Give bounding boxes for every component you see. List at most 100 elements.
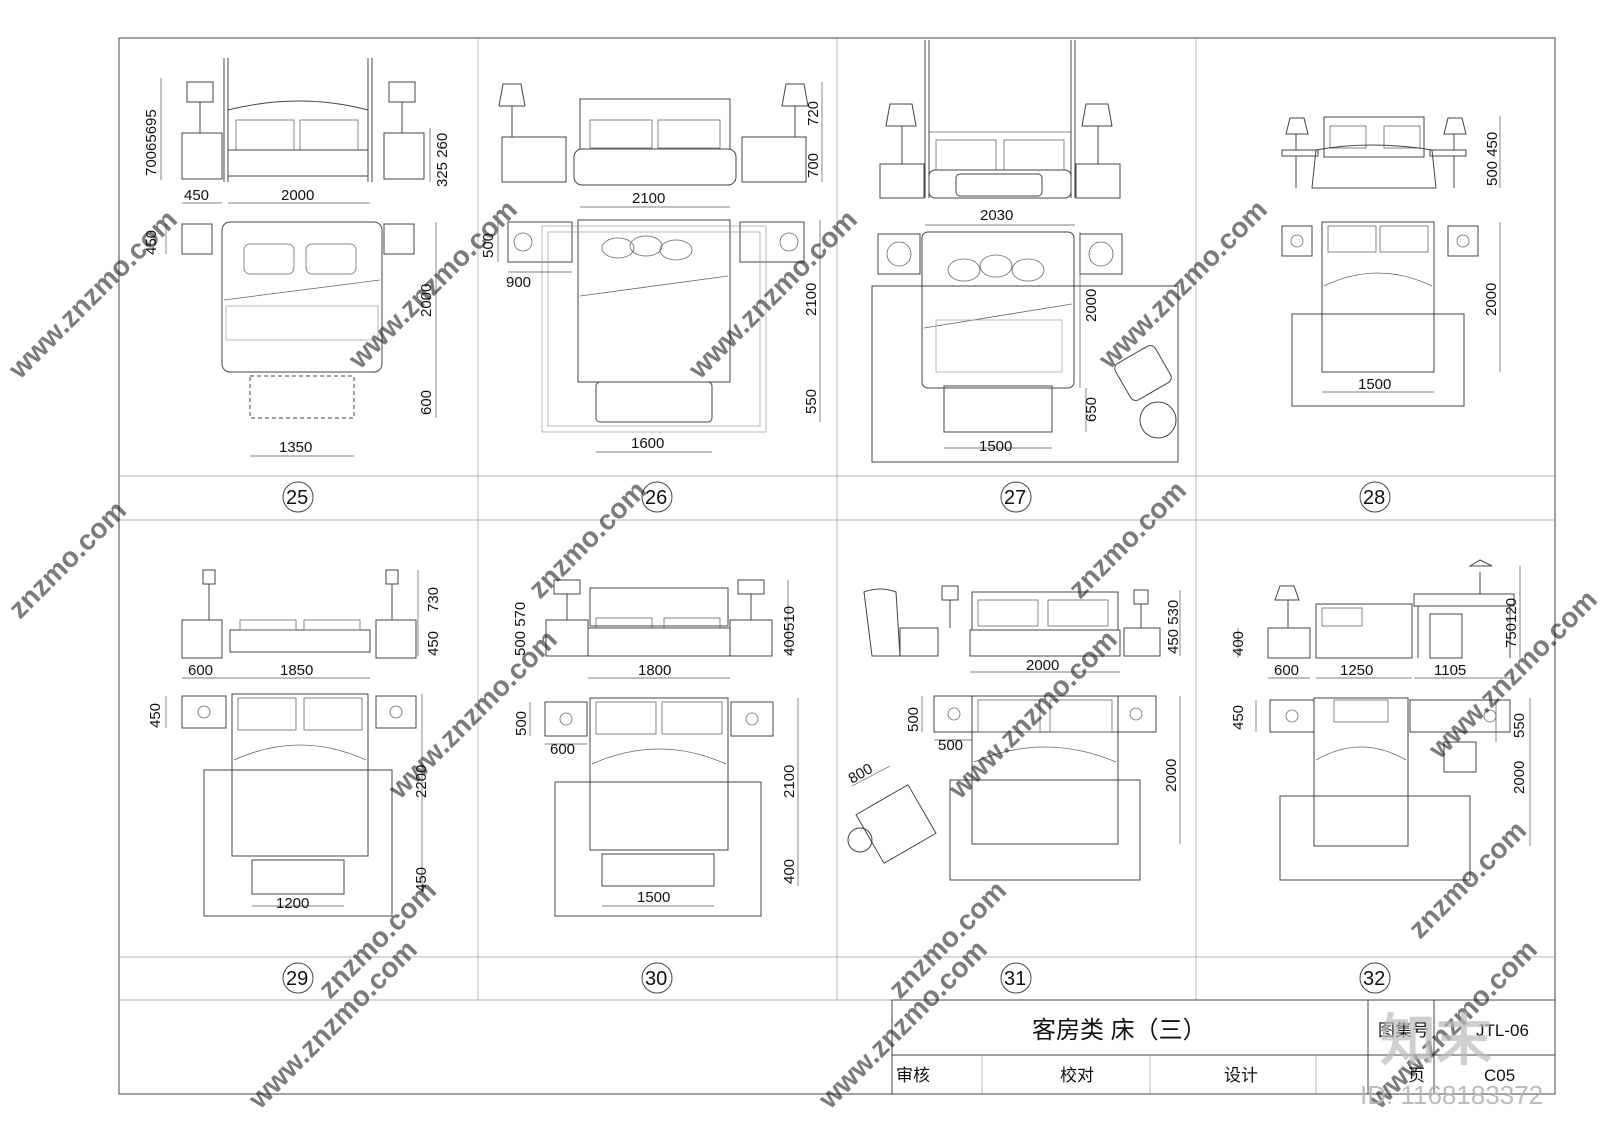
nightstand-left [879,163,925,199]
bed-elevation [863,585,1161,657]
nightstand-left [181,619,223,659]
dim-plan-length: 2100 [803,283,820,316]
design-label: 设计 [1224,1066,1258,1085]
nightstand-right [383,132,425,180]
watermark-text: www.znzmo.com [2,204,183,385]
title-block: 客房类 床（三） 图集号 JTL-06 审核 校对 设计 页 C05 [891,999,1556,1095]
watermark-id: ID: 1168183372 [1360,1080,1543,1110]
dim-plan-length: 2000 [418,284,435,317]
bed-plan [1281,221,1479,407]
dim-nightstand-depth: 500 [480,233,497,258]
dim-height: 70065695 [143,109,160,176]
dim-bed-width: 2000 [281,187,314,204]
dim-nightstand-width: 500 [938,737,963,754]
dim-bench-depth: 450 [413,867,430,892]
panel-number: 31 [1004,968,1026,990]
bed-plan [847,695,1157,881]
dim-plan-nightstand: 450 [147,703,164,728]
bed-plan [544,697,774,917]
nightstand-right [741,136,807,183]
dim-right-heights: 400510 [781,606,798,656]
review-label: 审核 [896,1066,930,1085]
bed-elevation [1281,116,1467,189]
bed-plan [181,221,415,419]
watermark-text: znzmo.com [1402,815,1532,945]
atlas-value: JTL-06 [1476,1021,1529,1040]
watermark-logo: 知末 [1380,1009,1492,1072]
dim-bed-width: 1500 [1358,376,1391,393]
dim-bed-width: 1800 [638,662,671,679]
panel-32: 400 750120 600 1250 1105 450 550 2000 32 [1230,559,1531,994]
dim-plan-length: 2000 [1083,289,1100,322]
dim-bed-width: 1850 [280,662,313,679]
dim-desk-heights: 750120 [1503,598,1520,648]
dim-desk-width: 1105 [1434,662,1466,679]
watermark-text: znzmo.com [522,475,652,605]
dim-nightstand-width: 450 [184,187,209,204]
sheet-frame [118,37,1556,1095]
dim-height-right: 325 260 [434,133,451,187]
bed-plan [181,693,417,917]
dim-nightstand-width: 900 [506,274,531,291]
panel-number: 32 [1363,968,1385,990]
dim-left-heights: 500 570 [512,602,529,656]
bed-elevation [181,58,425,182]
dim-plan-length: 2100 [781,765,798,798]
panel-29: 730 450 600 1850 450 2200 450 1200 29 [147,569,442,994]
panel-28: 500 450 2000 1500 28 [1281,116,1501,513]
panel-30: 500 570 400510 1800 500 600 2100 400 150… [512,579,799,994]
dim-nightstand-width: 600 [1274,662,1299,679]
bed-plan [1269,697,1511,881]
dim-bench-width: 1200 [276,895,309,912]
dim-bench-depth: 550 [803,389,820,414]
dim-elevation: 450 530 [1165,600,1182,654]
watermark-text: www.znzmo.com [942,624,1123,805]
panel-25: 70065695 325 260 450 2000 450 2000 600 1… [143,58,451,513]
dim-plan-length: 2000 [1511,761,1528,794]
watermark-text: znzmo.com [2,495,132,625]
nightstand-right [375,619,417,659]
dim-bed-width: 1250 [1340,662,1373,679]
dim-nightstand-depth: 500 [513,711,530,736]
dim-nightstand-depth: 500 [905,707,922,732]
watermark-text: www.znzmo.com [812,934,993,1115]
page-value: C05 [1484,1066,1515,1085]
dim-bench-depth: 600 [418,390,435,415]
panel-26: 720 700 2100 500 900 2100 550 1600 26 [480,82,823,513]
drawing-title: 客房类 床（三） [1032,1017,1207,1044]
bed-elevation [498,83,809,186]
dim-nightstand-height: 400 [1230,631,1247,656]
dim-rug-width: 1600 [631,435,664,452]
watermark-text: www.znzmo.com [382,624,563,805]
panel-number-badge [282,481,314,513]
nightstand-right [1075,163,1121,199]
dim-elevation: 500 450 [1484,132,1501,186]
dim-plan-length: 2200 [413,765,430,798]
panel-number: 29 [286,968,308,990]
dim-nightstand-width: 600 [550,741,575,758]
dim-stand-height: 450 [425,631,442,656]
dim-nightstand-width: 600 [188,662,213,679]
nightstand-right [729,619,773,657]
bed-elevation [1267,559,1515,659]
dim-bed-width: 2000 [1026,657,1059,674]
nightstand-left [181,132,223,180]
dim-rug-width: 1500 [979,438,1012,455]
dim-nightstand-height: 700 [805,153,822,178]
watermark-text: www.znzmo.com [342,194,523,375]
dim-rug-offset: 650 [1083,397,1100,422]
proof-label: 校对 [1060,1066,1094,1085]
dim-bench-width: 1350 [279,439,312,456]
dim-plan-nightstand: 450 [143,230,160,255]
bed-elevation [879,40,1121,199]
page-label: 页 [1408,1066,1425,1085]
bed-elevation [545,579,773,657]
dim-bench-depth: 400 [781,859,798,884]
watermark-text: znzmo.com [1062,475,1192,605]
panel-27: 2030 2000 650 1500 27 [871,40,1179,513]
dim-chair-size: 800 [846,760,876,787]
bed-elevation [181,569,417,659]
panel-number: 26 [645,487,667,509]
panel-31: 450 530 2000 500 500 800 2000 31 [846,585,1182,994]
